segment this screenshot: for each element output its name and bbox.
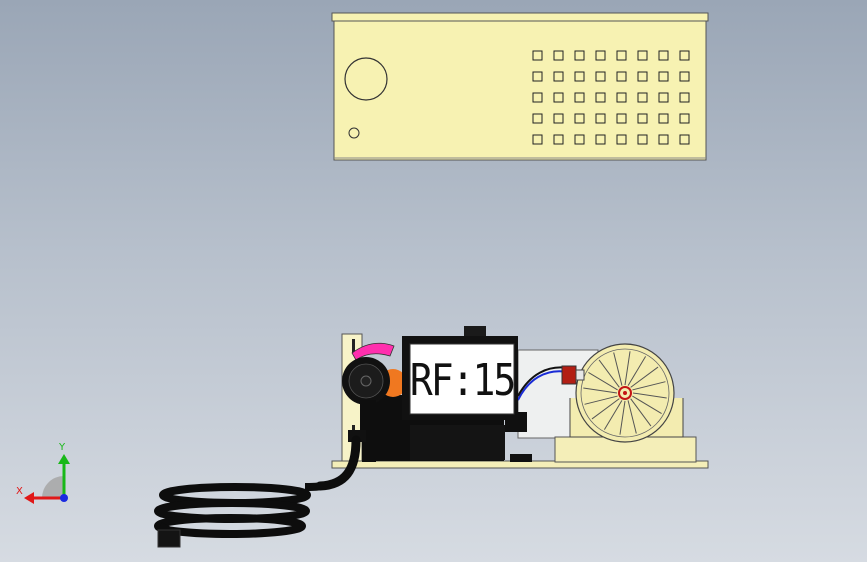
vent-hole	[637, 134, 648, 145]
vent-hole	[574, 71, 585, 82]
fan-blade	[603, 400, 623, 430]
vent-hole	[616, 50, 627, 61]
vent-hole	[595, 50, 606, 61]
vent-hole	[679, 71, 690, 82]
fan-blade	[632, 392, 667, 399]
fan-blade	[627, 400, 637, 434]
vent-hole	[532, 50, 543, 61]
vent-hole	[658, 113, 669, 124]
vent-hole	[637, 113, 648, 124]
vent-hole	[616, 92, 627, 103]
vent-hole	[616, 71, 627, 82]
fan-blade	[591, 398, 620, 420]
vent-hole	[553, 113, 564, 124]
top-cover[interactable]	[331, 12, 709, 161]
vent-hole	[532, 113, 543, 124]
vent-hole	[616, 134, 627, 145]
vent-hole	[595, 134, 606, 145]
vent-hole	[574, 134, 585, 145]
z-axis-dot	[60, 494, 68, 502]
vent-hole	[679, 113, 690, 124]
fan-assembly[interactable]	[569, 343, 684, 443]
vent-hole	[553, 134, 564, 145]
vent-hole	[616, 113, 627, 124]
vent-hole	[658, 71, 669, 82]
vent-hole	[532, 92, 543, 103]
vent-hole	[658, 50, 669, 61]
vent-hole	[679, 92, 690, 103]
vent-hole	[532, 71, 543, 82]
power-connector[interactable]	[342, 342, 395, 462]
vent-hole	[679, 134, 690, 145]
fan-blade	[632, 381, 666, 391]
vent-hole	[553, 71, 564, 82]
fan-blade	[630, 366, 659, 388]
display-readout: RF:15	[409, 354, 516, 406]
vent-hole	[595, 92, 606, 103]
vent-hole	[658, 92, 669, 103]
fan-blade	[619, 400, 626, 435]
orientation-triad	[24, 454, 70, 504]
vent-hole	[637, 50, 648, 61]
vent-hole	[574, 92, 585, 103]
vent-hole	[679, 50, 690, 61]
fan-wires	[517, 365, 585, 401]
fan-blade	[624, 351, 631, 386]
vent-hole	[595, 113, 606, 124]
fan-blade	[598, 359, 620, 388]
vent-hole	[574, 50, 585, 61]
triad-x-label: X	[16, 486, 23, 497]
fan-blade	[588, 371, 618, 391]
vent-hole	[595, 71, 606, 82]
cover-vent-grid	[532, 50, 690, 145]
triad-y-label: Y	[59, 442, 66, 453]
cover-small-hole	[348, 127, 360, 139]
vent-hole	[637, 92, 648, 103]
vent-hole	[532, 134, 543, 145]
fan-blades	[583, 351, 667, 435]
vent-hole	[637, 71, 648, 82]
vent-hole	[553, 92, 564, 103]
vent-hole	[553, 50, 564, 61]
display-module[interactable]	[402, 336, 518, 420]
fan-blade	[630, 398, 652, 427]
vent-hole	[658, 134, 669, 145]
coiled-cable[interactable]	[154, 435, 361, 548]
fan-blade	[584, 395, 618, 405]
fan-blade	[627, 356, 647, 386]
fan-blade	[583, 387, 618, 394]
fan-blade	[613, 352, 623, 386]
vent-hole	[574, 113, 585, 124]
cover-large-hole	[344, 57, 388, 101]
fan-blade	[632, 395, 662, 415]
